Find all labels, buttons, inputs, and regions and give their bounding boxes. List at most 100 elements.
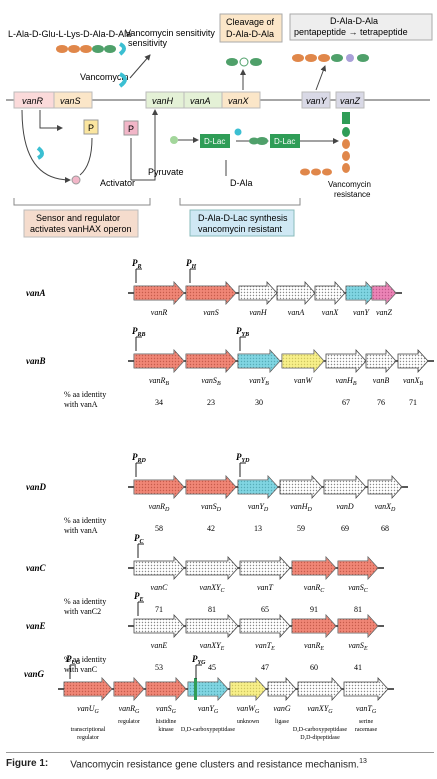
identity-vanB-2: 30 xyxy=(255,398,263,407)
identity-label-vanC: % aa identity xyxy=(64,597,106,606)
gene-label-vanD-vanS: vanSD xyxy=(201,502,222,513)
role-vanG-0: regulator xyxy=(77,735,99,741)
promoter-vanA-1: PH xyxy=(186,258,197,270)
svg-text:P: P xyxy=(128,124,134,134)
gene-label-vanA-vanX: vanX xyxy=(322,308,340,317)
top-gene-bar: vanR vanS vanH vanA vanX vanY vanZ xyxy=(13,91,365,109)
gene-label-vanE-vanS: vanSE xyxy=(348,641,368,652)
cleavage-line2: D-Ala-D-Ala xyxy=(226,29,274,39)
identity-vanC-1: 81 xyxy=(208,605,216,614)
caption-label: Figure 1: xyxy=(6,758,49,769)
peptide-label: L-Ala-D-Glu-L-Lys-D-Ala-D-Ala xyxy=(8,29,131,39)
gene-label-vanD-vanR: vanRD xyxy=(149,502,170,513)
identity-vanB-1: 23 xyxy=(207,398,215,407)
gene-label-vanB-vanS: vanSB xyxy=(201,376,221,387)
identity-label2-vanB: with vanA xyxy=(64,400,98,409)
cluster-label-vanE: vanE xyxy=(26,621,46,631)
resistance-line2: resistance xyxy=(334,190,371,199)
gene-arrow-vanA-vanA xyxy=(276,280,316,306)
role-vanG-6: D,D-carboxypeptidase xyxy=(293,727,347,733)
cluster-label-vanC: vanC xyxy=(26,563,47,573)
identity-vanE-2: 47 xyxy=(261,663,269,672)
gene-label-vanD-vanD: vanD xyxy=(336,502,354,511)
synth-line1: D-Ala-D-Lac synthesis xyxy=(198,213,288,223)
gene-label-vanG-vanY: vanYG xyxy=(198,704,219,715)
identity-label2-vanE: with vanC xyxy=(64,665,97,674)
top-gene-vanS: vanS xyxy=(60,96,81,106)
promoter-vanG-1: PYG xyxy=(192,654,206,666)
gene-label-vanE-vanT: vanTE xyxy=(255,641,275,652)
synth-box xyxy=(189,209,295,237)
penta-line2: pentapeptide → tetrapeptide xyxy=(294,27,408,37)
gene-label-vanA-vanH: vanH xyxy=(249,308,268,317)
promoter-vanD-1: PYD xyxy=(236,452,250,464)
gene-arrow-vanE-vanE xyxy=(133,613,185,639)
gene-arrow-vanC-vanC xyxy=(133,555,185,581)
gene-label-vanG-vanS: vanSG xyxy=(156,704,177,715)
identity-vanB-5: 76 xyxy=(377,398,385,407)
top-gene-vanX: vanX xyxy=(228,96,250,106)
gene-label-vanE-vanR: vanRE xyxy=(304,641,324,652)
vancomycin-icon xyxy=(118,72,127,88)
gene-label-vanC-vanC: vanC xyxy=(151,583,169,592)
identity-label-vanD: % aa identity xyxy=(64,516,106,525)
identity-vanC-0: 71 xyxy=(155,605,163,614)
sensor-box xyxy=(23,209,139,238)
p-box-1 xyxy=(83,119,99,135)
identity-vanE-3: 60 xyxy=(310,663,318,672)
identity-vanD-0: 58 xyxy=(155,524,163,533)
identity-vanD-4: 69 xyxy=(341,524,349,533)
gene-label-vanG-vanW: vanWG xyxy=(237,704,260,715)
synth-beads xyxy=(300,168,332,176)
cleavage-line1: Cleavage of xyxy=(226,17,275,27)
gene-label-vanB-vanH: vanHB xyxy=(336,376,357,387)
gene-arrow-vanE-vanT xyxy=(239,613,291,639)
identity-vanB-4: 67 xyxy=(342,398,350,407)
role-vanG-2: histidine xyxy=(156,719,177,725)
gene-arrow-vanD-vanH xyxy=(279,474,323,500)
identity-vanD-3: 59 xyxy=(297,524,305,533)
top-gene-vanH: vanH xyxy=(152,96,174,106)
identity-vanD-2: 13 xyxy=(254,524,262,533)
cluster-label-vanD: vanD xyxy=(26,482,47,492)
gene-label-vanG-vanG: vanG xyxy=(273,704,291,713)
identity-vanB-0: 34 xyxy=(155,398,163,407)
gene-label-vanB-vanX: vanXB xyxy=(403,376,423,387)
resistance-line1: Vancomycin xyxy=(328,180,371,189)
gene-arrow-vanG-vanXY xyxy=(297,676,343,702)
identity-label-vanB: % aa identity xyxy=(64,390,106,399)
role-vanG-3: D,D-carboxypeptidase xyxy=(181,727,235,733)
gene-arrow-vanD-vanD xyxy=(323,474,367,500)
p-box-2 xyxy=(123,120,139,136)
gene-arrow-vanA-vanX xyxy=(314,280,346,306)
role-vanG-1: regulator xyxy=(118,719,140,725)
gene-label-vanA-vanA: vanA xyxy=(288,308,305,317)
gene-label-vanB-vanR: vanRB xyxy=(149,376,169,387)
role-vanG-7: serine xyxy=(359,719,374,725)
gene-label-vanB-vanW: vanW xyxy=(294,376,314,385)
role-vanG-5: ligase xyxy=(275,719,289,725)
vanco-sensitivity: Vancomycin sensitivity xyxy=(125,28,215,38)
gene-label-vanD-vanY: vanYD xyxy=(248,502,269,513)
promoter-vanA-0: PR xyxy=(132,258,142,270)
gene-label-vanG-vanXY: vanXYG xyxy=(307,704,333,715)
gene-arrow-vanD-vanX xyxy=(367,474,403,500)
gene-arrow-vanC-vanXY xyxy=(185,555,239,581)
tetrapeptide-beads xyxy=(292,54,369,62)
identity-vanE-1: 45 xyxy=(208,663,216,672)
dlac-box-2 xyxy=(270,134,300,148)
mechanism-panel: L-Ala-D-Glu-L-Lys-D-Ala-D-Ala Vancomycin… xyxy=(6,13,433,238)
sensor-line2: activates vanHAX operon xyxy=(30,224,132,234)
promoter-vanC-0: PC xyxy=(134,533,145,545)
top-gene-vanY: vanY xyxy=(306,96,328,106)
role-vanG-6: D,D-dipeptidase xyxy=(300,735,340,741)
gene-label-vanA-vanZ: vanZ xyxy=(376,308,393,317)
vanco-sensitivity-2: sensitivity xyxy=(128,38,168,48)
top-gene-vanR: vanR xyxy=(22,96,44,106)
identity-label-vanE: % aa identity xyxy=(64,655,106,664)
resistant-peptide xyxy=(342,112,350,173)
identity-vanD-5: 68 xyxy=(381,524,389,533)
